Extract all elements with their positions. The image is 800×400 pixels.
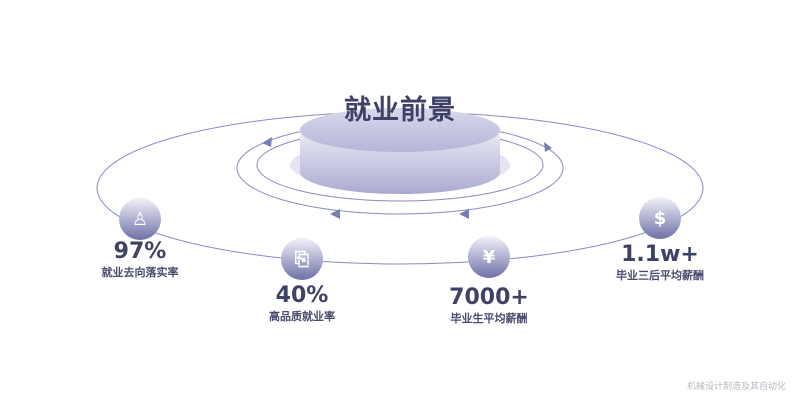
stat-label: 毕业生平均薪酬 [450, 312, 528, 325]
stat-value: 1.1w+ [621, 242, 699, 267]
document-search-icon: ⎘ [281, 238, 323, 280]
desk-worker-icon: ♙ [119, 198, 161, 240]
stat-value: 7000+ [449, 285, 529, 310]
stat-label: 就业去向落实率 [101, 266, 179, 279]
arrow-marker [330, 209, 340, 219]
disc-top [300, 108, 500, 152]
stat-value: 97% [113, 239, 167, 264]
stat-3yr-salary: $ 1.1w+ 毕业三后平均薪酬 [590, 197, 730, 283]
stat-quality-rate: ⎘ 40% 高品质就业率 [232, 238, 372, 324]
footer-text: 机械设计制造及其自动化 [686, 382, 786, 392]
stat-label: 高品质就业率 [269, 310, 335, 323]
stat-employment-rate: ♙ 97% 就业去向落实率 [70, 198, 210, 280]
arrow-marker [262, 137, 272, 147]
arrow-marker [544, 142, 552, 152]
page-title: 就业前景 [344, 95, 456, 126]
hand-yuan-icon: ¥ [468, 236, 510, 278]
stat-avg-salary: ¥ 7000+ 毕业生平均薪酬 [419, 236, 559, 326]
arrow-marker [459, 209, 469, 219]
stat-value: 40% [275, 283, 329, 308]
dollar-cycle-icon: $ [639, 197, 681, 239]
stat-label: 毕业三后平均薪酬 [616, 269, 704, 282]
